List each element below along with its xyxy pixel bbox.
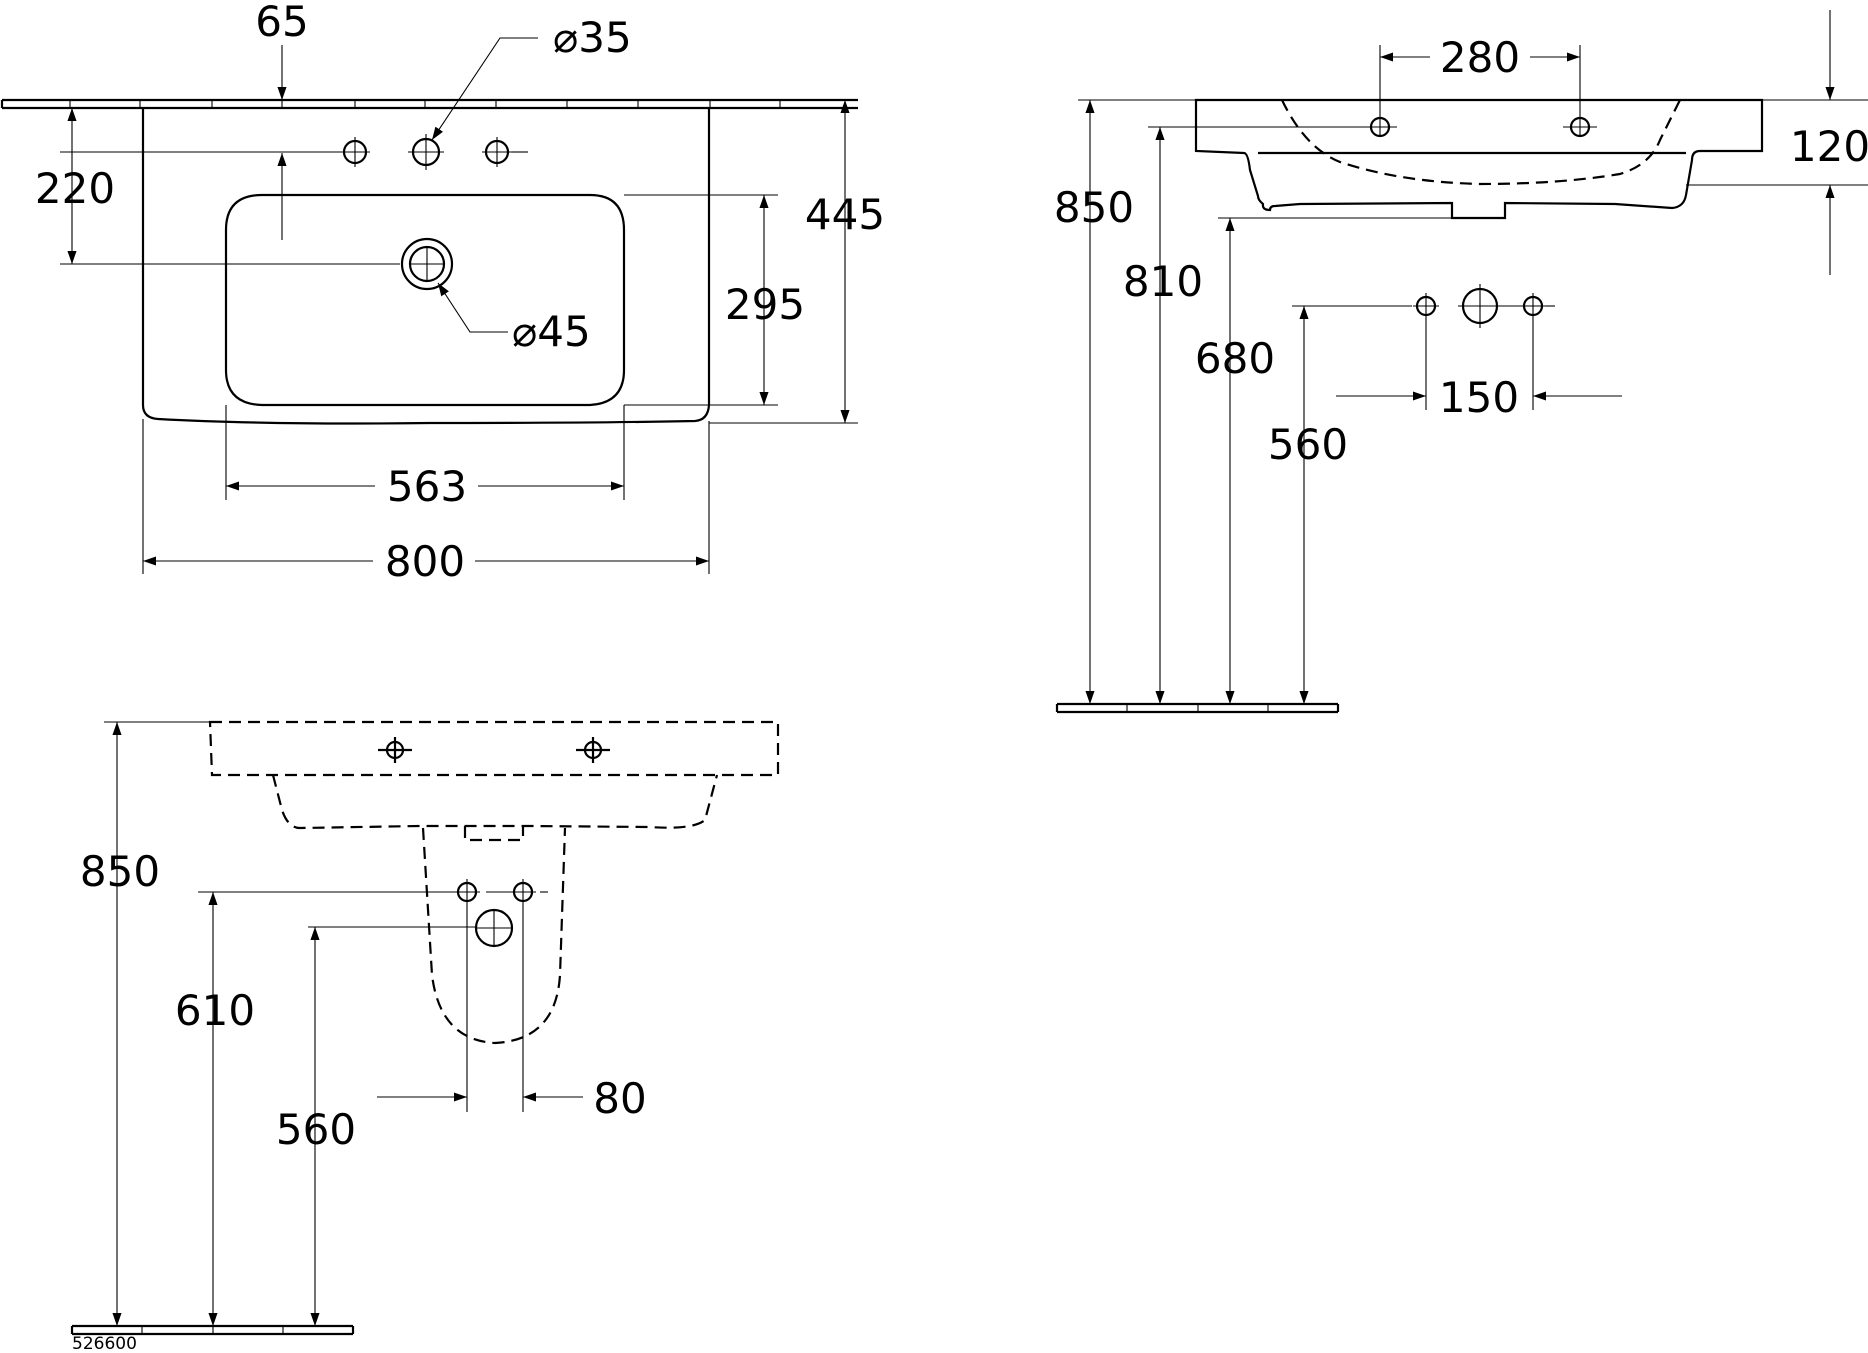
dim-label-280: 280 <box>1440 33 1520 82</box>
dim-label-850-front: 850 <box>80 847 160 896</box>
tap-holes-side <box>1363 116 1597 138</box>
dim-label-800: 800 <box>385 537 465 586</box>
dim-label-220: 220 <box>35 164 115 213</box>
article-number: 526600 <box>72 1334 137 1353</box>
tap-holes-top <box>275 134 528 170</box>
basin-side-outline <box>1194 98 1764 220</box>
drain-top <box>60 237 454 291</box>
wall-strip-top <box>0 98 858 110</box>
dim-label-563: 563 <box>387 462 467 511</box>
dim-label-560-side: 560 <box>1268 420 1348 469</box>
dim-label-295: 295 <box>725 280 805 329</box>
dim-label-65: 65 <box>255 0 308 46</box>
bowl-outline <box>224 193 626 407</box>
dim-45-leader <box>437 282 508 333</box>
dim-label-445: 445 <box>805 190 885 239</box>
pedestal-hidden <box>421 827 567 1045</box>
top-view: 65 ⌀35 220 445 295 ⌀45 563 800 <box>0 0 885 586</box>
tap-holes-front <box>378 737 610 763</box>
dim-35-leader <box>431 37 538 141</box>
dim-label-610: 610 <box>175 986 255 1035</box>
dim-label-810: 810 <box>1123 257 1203 306</box>
dim-label-80: 80 <box>593 1074 646 1123</box>
side-view: 280 120 850 810 680 <box>1054 10 1868 714</box>
dim-label-850-side: 850 <box>1054 183 1134 232</box>
basin-outline-top <box>141 108 711 425</box>
bowl-hidden-line <box>1281 99 1681 186</box>
dim-label-680: 680 <box>1195 334 1275 383</box>
floor-strip-front <box>70 1324 355 1336</box>
bowl-front-hidden <box>271 774 719 830</box>
dim-label-560-front: 560 <box>276 1105 356 1154</box>
basin-front-hidden <box>208 720 780 777</box>
dim-label-150: 150 <box>1439 373 1519 422</box>
dim-label-diameter-45: ⌀45 <box>512 307 591 356</box>
wall-connections-front <box>198 879 548 1112</box>
dim-label-120: 120 <box>1790 122 1868 171</box>
dim-label-diameter-35: ⌀35 <box>553 13 632 62</box>
floor-strip-side <box>1055 702 1340 714</box>
front-view: 850 610 560 80 <box>70 720 780 1336</box>
drain-front-hidden <box>463 826 525 842</box>
wall-connections-side <box>1292 284 1555 410</box>
